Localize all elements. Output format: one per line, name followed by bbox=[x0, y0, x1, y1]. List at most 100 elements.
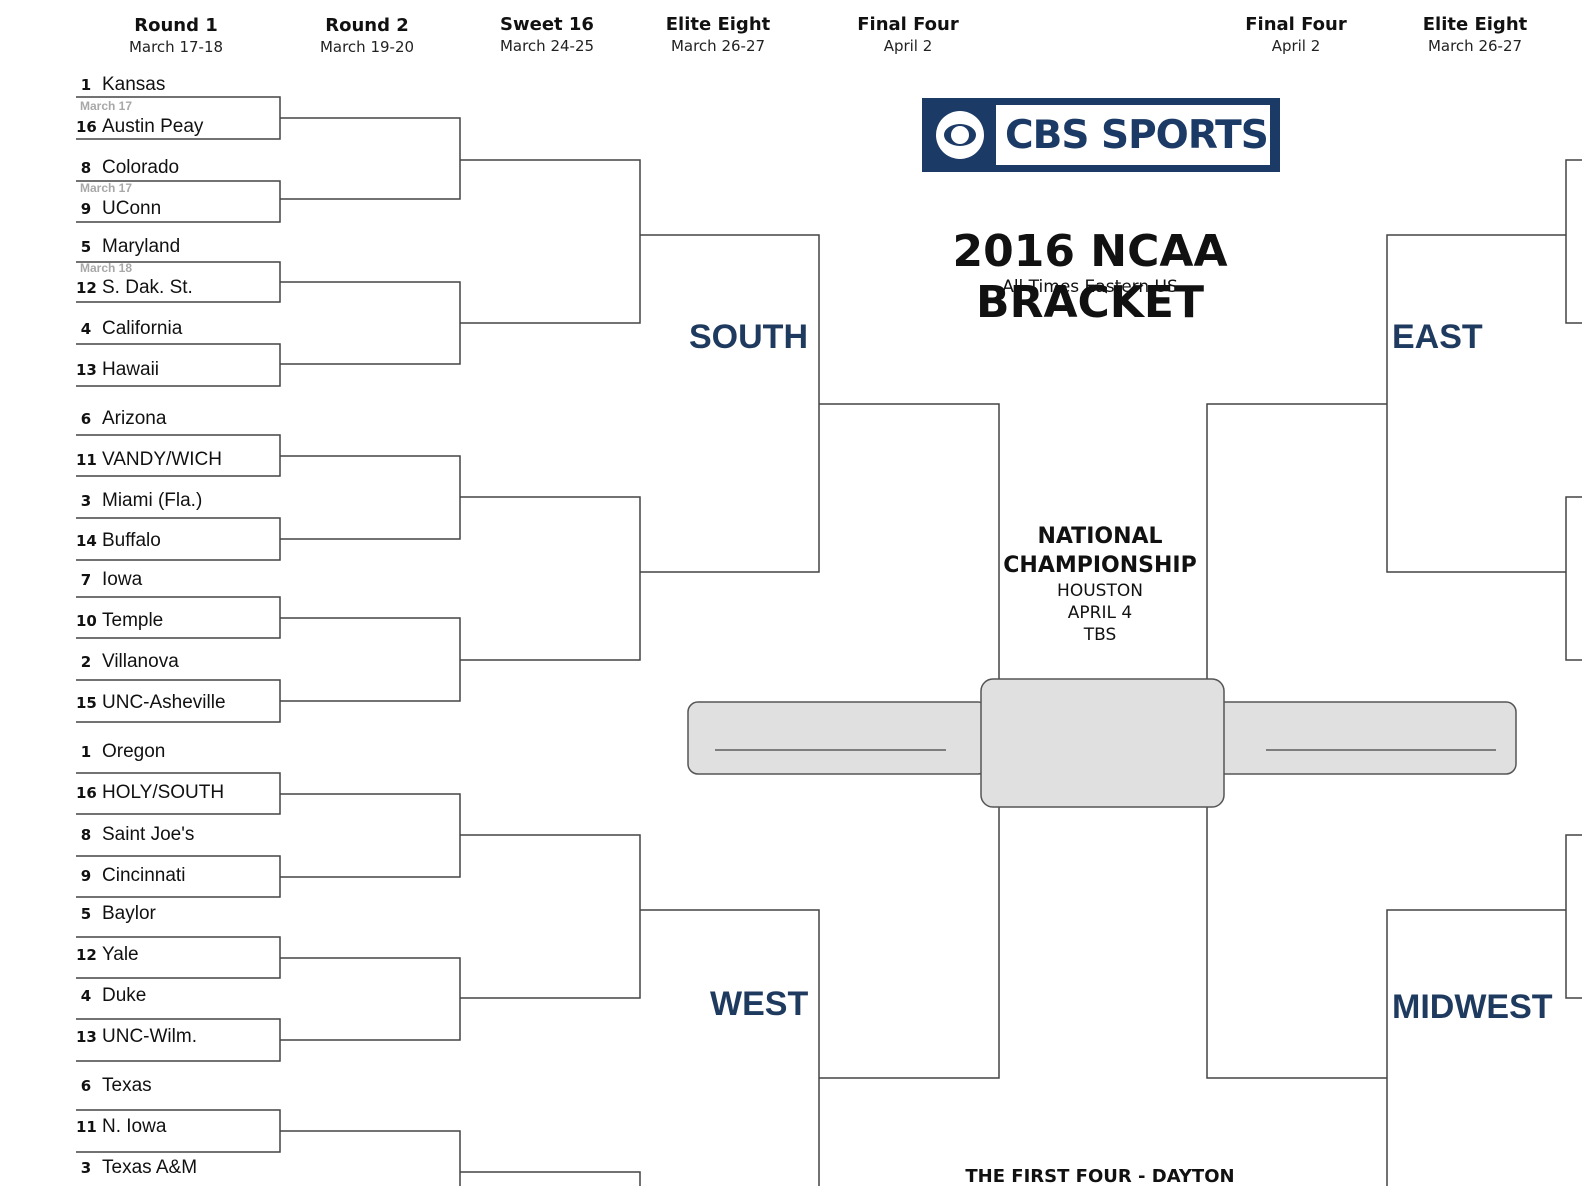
team-seed: 4 bbox=[80, 987, 92, 1005]
team-entry[interactable]: 14 Buffalo bbox=[76, 530, 161, 552]
sweet-16-matchup-line bbox=[460, 159, 641, 324]
team-seed: 3 bbox=[80, 1159, 92, 1177]
final-four-line-right-bottom bbox=[1206, 806, 1387, 1079]
round-2-matchup-line bbox=[280, 957, 461, 1041]
header-elite-eight-right: Elite Eight March 26-27 bbox=[1390, 14, 1560, 55]
champion-box[interactable] bbox=[980, 678, 1225, 808]
team-name: UNC-Asheville bbox=[102, 692, 226, 713]
date-note: March 18 bbox=[80, 261, 133, 275]
championship-date: APRIL 4 bbox=[1067, 603, 1133, 623]
team-name: Temple bbox=[102, 610, 164, 631]
team-name: Buffalo bbox=[102, 530, 161, 551]
header-round-dates: April 2 bbox=[1271, 37, 1321, 55]
finalist-box-right[interactable] bbox=[1213, 701, 1517, 775]
round-1-matchup-line bbox=[76, 180, 281, 223]
sweet-16-stub-right bbox=[1565, 496, 1582, 661]
round-2-matchup-line bbox=[280, 1130, 461, 1186]
page-subtitle: All Times Eastern US bbox=[1002, 277, 1178, 297]
team-name: UNC-Wilm. bbox=[102, 1026, 197, 1047]
sweet-16-matchup-line bbox=[460, 834, 641, 999]
team-entry[interactable]: 13 UNC-Wilm. bbox=[76, 1026, 197, 1048]
date-note: March 17 bbox=[80, 181, 133, 195]
team-name: Oregon bbox=[102, 741, 166, 762]
finalist-box-left[interactable] bbox=[687, 701, 989, 775]
team-seed: 1 bbox=[80, 76, 92, 94]
header-round-dates: April 2 bbox=[883, 37, 933, 55]
header-round-dates: March 19-20 bbox=[319, 38, 415, 56]
header-round-1: Round 1 March 17-18 bbox=[91, 15, 261, 56]
header-round-dates: March 26-27 bbox=[670, 37, 766, 55]
team-entry[interactable]: 10 Temple bbox=[76, 610, 163, 632]
team-seed: 11 bbox=[76, 1118, 97, 1136]
team-seed: 9 bbox=[80, 867, 92, 885]
team-seed: 13 bbox=[76, 361, 97, 379]
elite-eight-line-east bbox=[1386, 234, 1566, 573]
header-round-label: Elite Eight bbox=[1422, 14, 1528, 35]
team-entry[interactable]: 13 Hawaii bbox=[76, 359, 159, 381]
round-2-matchup-line bbox=[280, 793, 461, 878]
team-name: Colorado bbox=[102, 157, 180, 178]
region-west-label: WEST bbox=[710, 985, 809, 1023]
team-entry[interactable]: 3 Texas A&M bbox=[76, 1157, 197, 1179]
team-entry[interactable]: 3 Miami (Fla.) bbox=[76, 490, 203, 512]
team-name: Hawaii bbox=[102, 359, 160, 380]
header-round-label: Elite Eight bbox=[665, 14, 771, 35]
cbs-eye-icon bbox=[936, 111, 984, 159]
team-seed: 3 bbox=[80, 492, 92, 510]
team-seed: 14 bbox=[76, 532, 97, 550]
team-seed: 16 bbox=[76, 118, 97, 136]
team-seed: 10 bbox=[76, 612, 97, 630]
team-name: Miami (Fla.) bbox=[102, 490, 203, 511]
team-name: Villanova bbox=[102, 651, 179, 672]
team-seed: 12 bbox=[76, 946, 97, 964]
header-round-2: Round 2 March 19-20 bbox=[282, 15, 452, 56]
round-2-matchup-line bbox=[280, 117, 461, 200]
round-1-matchup-line bbox=[76, 343, 281, 387]
header-round-label: Final Four bbox=[1245, 14, 1347, 35]
team-name: Baylor bbox=[102, 903, 156, 924]
team-name: Texas A&M bbox=[102, 1157, 198, 1178]
header-round-label: Round 1 bbox=[134, 15, 218, 36]
final-four-line-right-top bbox=[1206, 403, 1387, 679]
team-name: Austin Peay bbox=[102, 116, 204, 137]
championship-city: HOUSTON bbox=[1057, 581, 1143, 601]
team-seed: 13 bbox=[76, 1028, 97, 1046]
first-four-heading: THE FIRST FOUR - DAYTON bbox=[965, 1166, 1235, 1187]
championship-line-2: CHAMPIONSHIP bbox=[1003, 553, 1197, 578]
team-seed: 1 bbox=[80, 743, 92, 761]
header-round-dates: March 24-25 bbox=[499, 37, 595, 55]
team-name: Yale bbox=[102, 944, 139, 965]
team-seed: 6 bbox=[80, 1077, 92, 1095]
header-final-four-right: Final Four April 2 bbox=[1211, 14, 1381, 55]
team-name: VANDY/WICH bbox=[102, 449, 222, 470]
team-name: Arizona bbox=[102, 408, 167, 429]
team-entry[interactable]: 16 Austin Peay bbox=[76, 116, 203, 138]
header-round-label: Round 2 bbox=[325, 15, 409, 36]
elite-eight-line-west bbox=[640, 909, 820, 1186]
round-2-matchup-line bbox=[280, 281, 461, 365]
team-name: UConn bbox=[102, 198, 162, 219]
cbs-sports-logo[interactable]: CBS SPORTS bbox=[922, 98, 1280, 172]
logo-text: CBS SPORTS bbox=[1005, 113, 1269, 158]
sweet-16-matchup-line bbox=[460, 1171, 641, 1186]
team-entry[interactable]: 1 Oregon bbox=[76, 741, 166, 763]
team-entry[interactable]: 12 Yale bbox=[76, 944, 139, 966]
